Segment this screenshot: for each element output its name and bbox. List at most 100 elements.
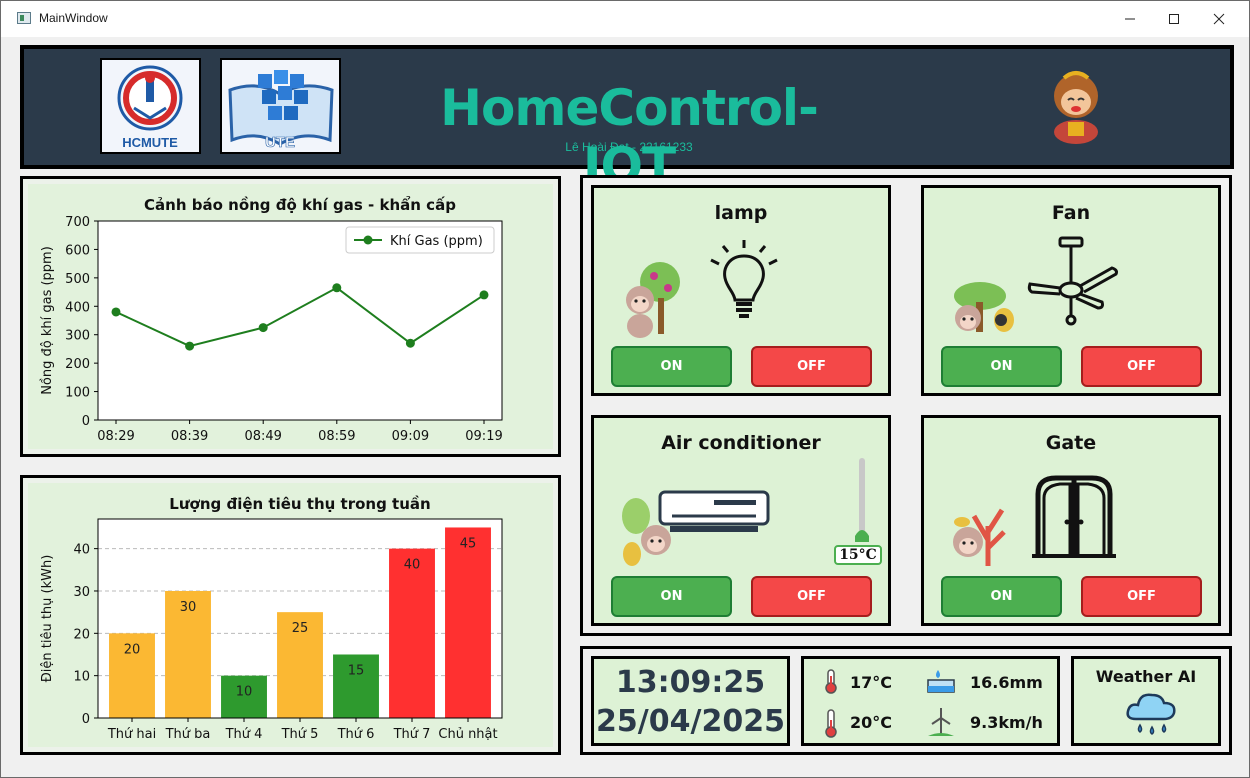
series-line [115, 286, 485, 348]
lamp-off-button[interactable]: OFF [751, 346, 872, 387]
lightbulb-icon [710, 240, 778, 318]
y-tick-label: 700 [65, 215, 90, 230]
monkey-tree-mascot-icon [954, 282, 1014, 332]
gate-title: Gate [1045, 432, 1097, 454]
y-tick-label: 40 [73, 543, 90, 558]
y-axis-label: Nồng độ khí gas (ppm) [40, 246, 55, 395]
bar [333, 654, 379, 718]
gas-line-chart: Cảnh báo nồng độ khí gas - khẩn cấp01002… [40, 195, 503, 444]
bar-value-label: 40 [404, 558, 421, 573]
monkey-coral-mascot-icon [953, 508, 1006, 566]
x-tick-label: Thứ 5 [281, 727, 319, 742]
maximize-button[interactable] [1151, 1, 1197, 37]
data-point [111, 307, 121, 317]
air-conditioner-card: Air conditioner 15°C ON OFF [591, 415, 891, 626]
gate-on-button[interactable]: ON [941, 576, 1062, 617]
bar [221, 675, 267, 718]
temp-low-value: 20°C [850, 713, 893, 732]
close-button[interactable] [1196, 1, 1242, 37]
y-tick-label: 20 [73, 627, 90, 642]
fan-title: Fan [1051, 202, 1091, 224]
x-tick-label: Thứ hai [107, 727, 156, 742]
lamp-on-button[interactable]: ON [611, 346, 732, 387]
temp-high-value: 17°C [850, 673, 893, 692]
maximize-icon [1169, 14, 1179, 24]
data-point [405, 338, 415, 348]
bar-value-label: 45 [460, 536, 477, 551]
x-tick-label: 09:09 [392, 429, 429, 444]
gate-card: Gate ON OFF [921, 415, 1221, 626]
air-conditioner-title: Air conditioner [661, 432, 821, 454]
weather-panel: 17°C 20°C 16.6mm 9.3km/h [801, 656, 1060, 746]
bar-value-label: 30 [180, 600, 197, 615]
data-point [479, 290, 489, 300]
fan-off-button[interactable]: OFF [1081, 346, 1202, 387]
x-tick-label: 09:19 [465, 429, 502, 444]
legend-label: Khí Gas (ppm) [390, 234, 483, 249]
clock-time: 13:09:25 [615, 665, 766, 700]
thermometer-high-icon [825, 669, 837, 694]
plot-frame [97, 518, 503, 719]
rain-cloud-icon [1126, 693, 1176, 735]
y-tick-label: 100 [65, 386, 90, 401]
bar [389, 548, 435, 718]
minimize-button[interactable] [1107, 1, 1153, 37]
monkey-leaf-mascot-icon [622, 498, 671, 566]
weather-ai-label: Weather AI [1095, 667, 1197, 686]
bar [277, 612, 323, 718]
ceiling-fan-icon [1027, 236, 1118, 326]
close-icon [1213, 13, 1225, 25]
lamp-title: lamp [714, 202, 768, 224]
y-tick-label: 200 [65, 357, 90, 372]
clock-panel: 13:09:25 25/04/2025 [591, 656, 790, 746]
window-title: MainWindow [39, 11, 108, 25]
gate-off-button[interactable]: OFF [1081, 576, 1202, 617]
gate-icon [1032, 475, 1116, 558]
chart-title: Cảnh báo nồng độ khí gas - khẩn cấp [144, 195, 456, 214]
x-tick-label: 08:29 [97, 429, 134, 444]
ute-logo: UTE [220, 58, 341, 154]
bar-value-label: 15 [348, 663, 365, 678]
rain-value: 16.6mm [970, 673, 1043, 692]
minimize-icon [1125, 18, 1135, 20]
bar [165, 590, 211, 718]
y-tick-label: 10 [73, 670, 90, 685]
y-tick-label: 300 [65, 329, 90, 344]
energy-chart-panel: Lượng điện tiêu thụ trong tuần 0 10 20 30 40 2… [20, 475, 561, 755]
chart-title: Lượng điện tiêu thụ trong tuần [169, 495, 430, 513]
air-conditioner-icon [658, 490, 770, 532]
energy-bar-chart: Lượng điện tiêu thụ trong tuần 0 10 20 30 40 2… [40, 495, 503, 742]
x-tick-label: Chủ nhật [438, 727, 497, 742]
app-icon [17, 12, 31, 24]
title-bar[interactable]: MainWindow [1, 1, 1249, 37]
bar [445, 527, 491, 718]
ute-logo-text: UTE [265, 134, 295, 151]
bar-value-label: 20 [124, 642, 141, 657]
lamp-card: lamp ON OFF [591, 185, 891, 396]
y-tick-label: 0 [82, 712, 90, 727]
air-conditioner-off-button[interactable]: OFF [751, 576, 872, 617]
wind-value: 9.3km/h [970, 713, 1043, 732]
x-tick-label: 08:49 [244, 429, 281, 444]
fan-on-button[interactable]: ON [941, 346, 1062, 387]
author-subtitle: Lê Hoài Đạt - 22161233 [565, 140, 693, 154]
y-tick-label: 500 [65, 272, 90, 287]
legend [345, 226, 495, 254]
legend-marker [363, 235, 373, 245]
temperature-badge: 15°C [834, 545, 882, 565]
bar [109, 633, 155, 718]
air-conditioner-on-button[interactable]: ON [611, 576, 732, 617]
clock-date: 25/04/2025 [596, 704, 785, 739]
y-tick-label: 600 [65, 243, 90, 258]
weather-ai-button[interactable]: Weather AI [1071, 656, 1221, 746]
temperature-slider[interactable] [854, 458, 870, 544]
x-tick-label: Thứ 7 [393, 727, 431, 742]
x-tick-label: Thứ 4 [225, 727, 263, 742]
monkey-mascot-icon [1034, 64, 1118, 152]
x-tick-label: Thứ ba [165, 727, 211, 742]
y-axis-label: Điện tiêu thụ (kWh) [40, 555, 55, 683]
rain-gauge-icon [927, 670, 955, 693]
data-point [332, 283, 342, 293]
